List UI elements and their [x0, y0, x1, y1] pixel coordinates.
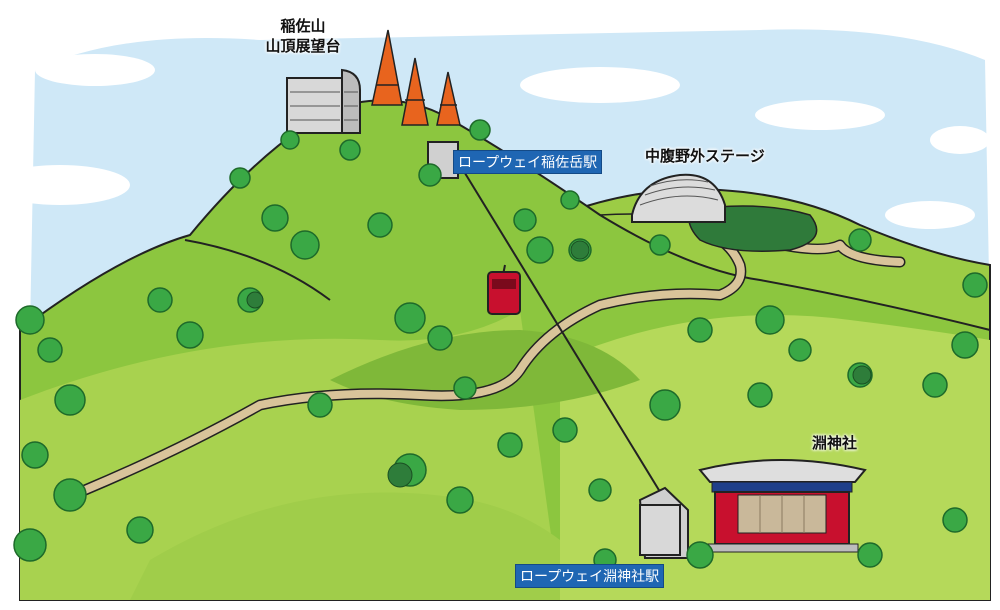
clouds — [0, 54, 990, 229]
transmission-towers — [371, 29, 461, 126]
slope-front — [130, 492, 560, 600]
fuchi-shrine-building — [698, 459, 867, 553]
ropeway-gondola — [487, 264, 521, 315]
open-air-stage-label: 中腹野外ステージ — [645, 147, 765, 165]
summit-observatory — [286, 68, 361, 134]
ridge-line — [184, 239, 331, 301]
summit-observatory-label: 稲佐山 山頂展望台 — [248, 16, 358, 56]
open-air-stage-building — [631, 173, 726, 223]
upper-station-tag: ロープウェイ稲佐岳駅 — [453, 150, 603, 174]
ropeway-cable — [459, 164, 666, 501]
shrine-label: 淵神社 — [812, 434, 858, 452]
slope-right — [560, 315, 990, 600]
trees — [13, 119, 988, 572]
lower-station-building — [638, 486, 689, 559]
summit-label-line1: 稲佐山 — [280, 17, 326, 35]
lower-station-tag: ロープウェイ淵神社駅 — [515, 564, 665, 588]
summit-label-line2: 山頂展望台 — [265, 37, 341, 55]
dark-trees — [246, 240, 872, 488]
